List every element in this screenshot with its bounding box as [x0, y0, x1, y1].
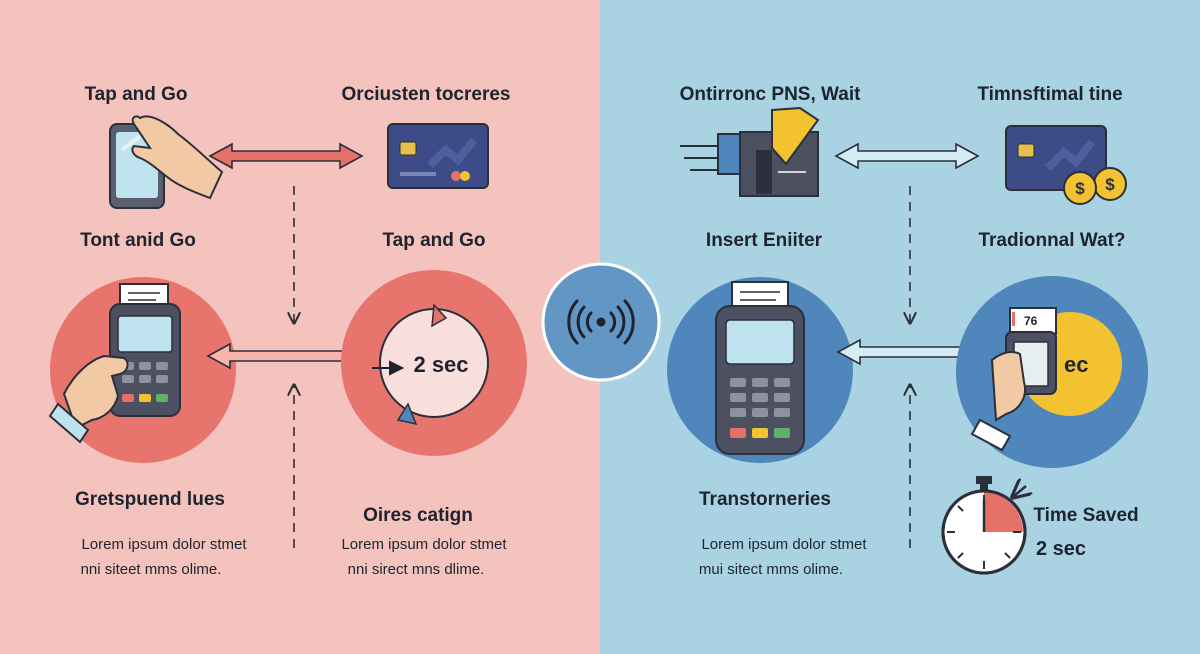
- label-right-top-left: Ontirronc PNS, Wait: [679, 84, 861, 105]
- contactless-icon: [567, 299, 635, 345]
- body-bottom-left-line1: Lorem ipsum dolor stmet: [81, 536, 247, 553]
- timer-marker-top: [431, 303, 448, 328]
- svg-text:$: $: [1075, 179, 1085, 198]
- body-right-line1: Lorem ipsum dolor stmet: [701, 536, 867, 553]
- label-right-bottom-left: Transtorneries: [699, 489, 831, 510]
- label-bottom-left: Gretspuend lues: [75, 489, 225, 510]
- credit-card-icon: [387, 123, 489, 189]
- label-mid-right: Tap and Go: [382, 230, 486, 251]
- stopwatch-icon: [941, 476, 1026, 575]
- svg-text:$: $: [1105, 175, 1115, 194]
- receipt-hand-icon: [970, 307, 1057, 452]
- card-insert-icon: [680, 106, 820, 197]
- body-bottom-left-line2: nni siteet mms olime.: [80, 561, 222, 578]
- double-arrow-top-right: [834, 142, 980, 170]
- timer-marker-bottom: [396, 402, 418, 426]
- body-bottom-right-line2: nni sirect mns dlime.: [347, 561, 485, 578]
- phone-tap-icon: [109, 115, 224, 209]
- label-bottom-right: Oires catign: [363, 505, 473, 526]
- label-insert-enter: Insert Eniiter: [705, 230, 823, 251]
- body-right-line2: mui sitect mms olime.: [698, 561, 844, 578]
- pos-terminal-icon: [715, 281, 805, 455]
- double-arrow-top-left: [208, 142, 364, 170]
- time-saved-label: Time Saved: [1033, 505, 1139, 526]
- timer-text: 2 sec: [413, 352, 469, 377]
- label-card-top: Orciusten tocreres: [341, 84, 511, 105]
- label-traditional-wait: Tradionnal Wat?: [978, 230, 1126, 251]
- timer-pointer-arrow: [372, 360, 405, 376]
- card-coins-icon: $ $: [1005, 125, 1127, 205]
- label-tap-and-go-top: Tap and Go: [84, 84, 188, 105]
- body-bottom-right-line1: Lorem ipsum dolor stmet: [341, 536, 507, 553]
- label-right-top-right: Timnsftimal tine: [977, 84, 1123, 105]
- pos-terminal-hand-icon: [48, 283, 181, 444]
- receipt-text: 76: [1024, 314, 1038, 328]
- coin-text: ec: [1064, 352, 1089, 377]
- label-mid-left: Tont anid Go: [80, 230, 196, 251]
- time-saved-value: 2 sec: [1036, 538, 1087, 560]
